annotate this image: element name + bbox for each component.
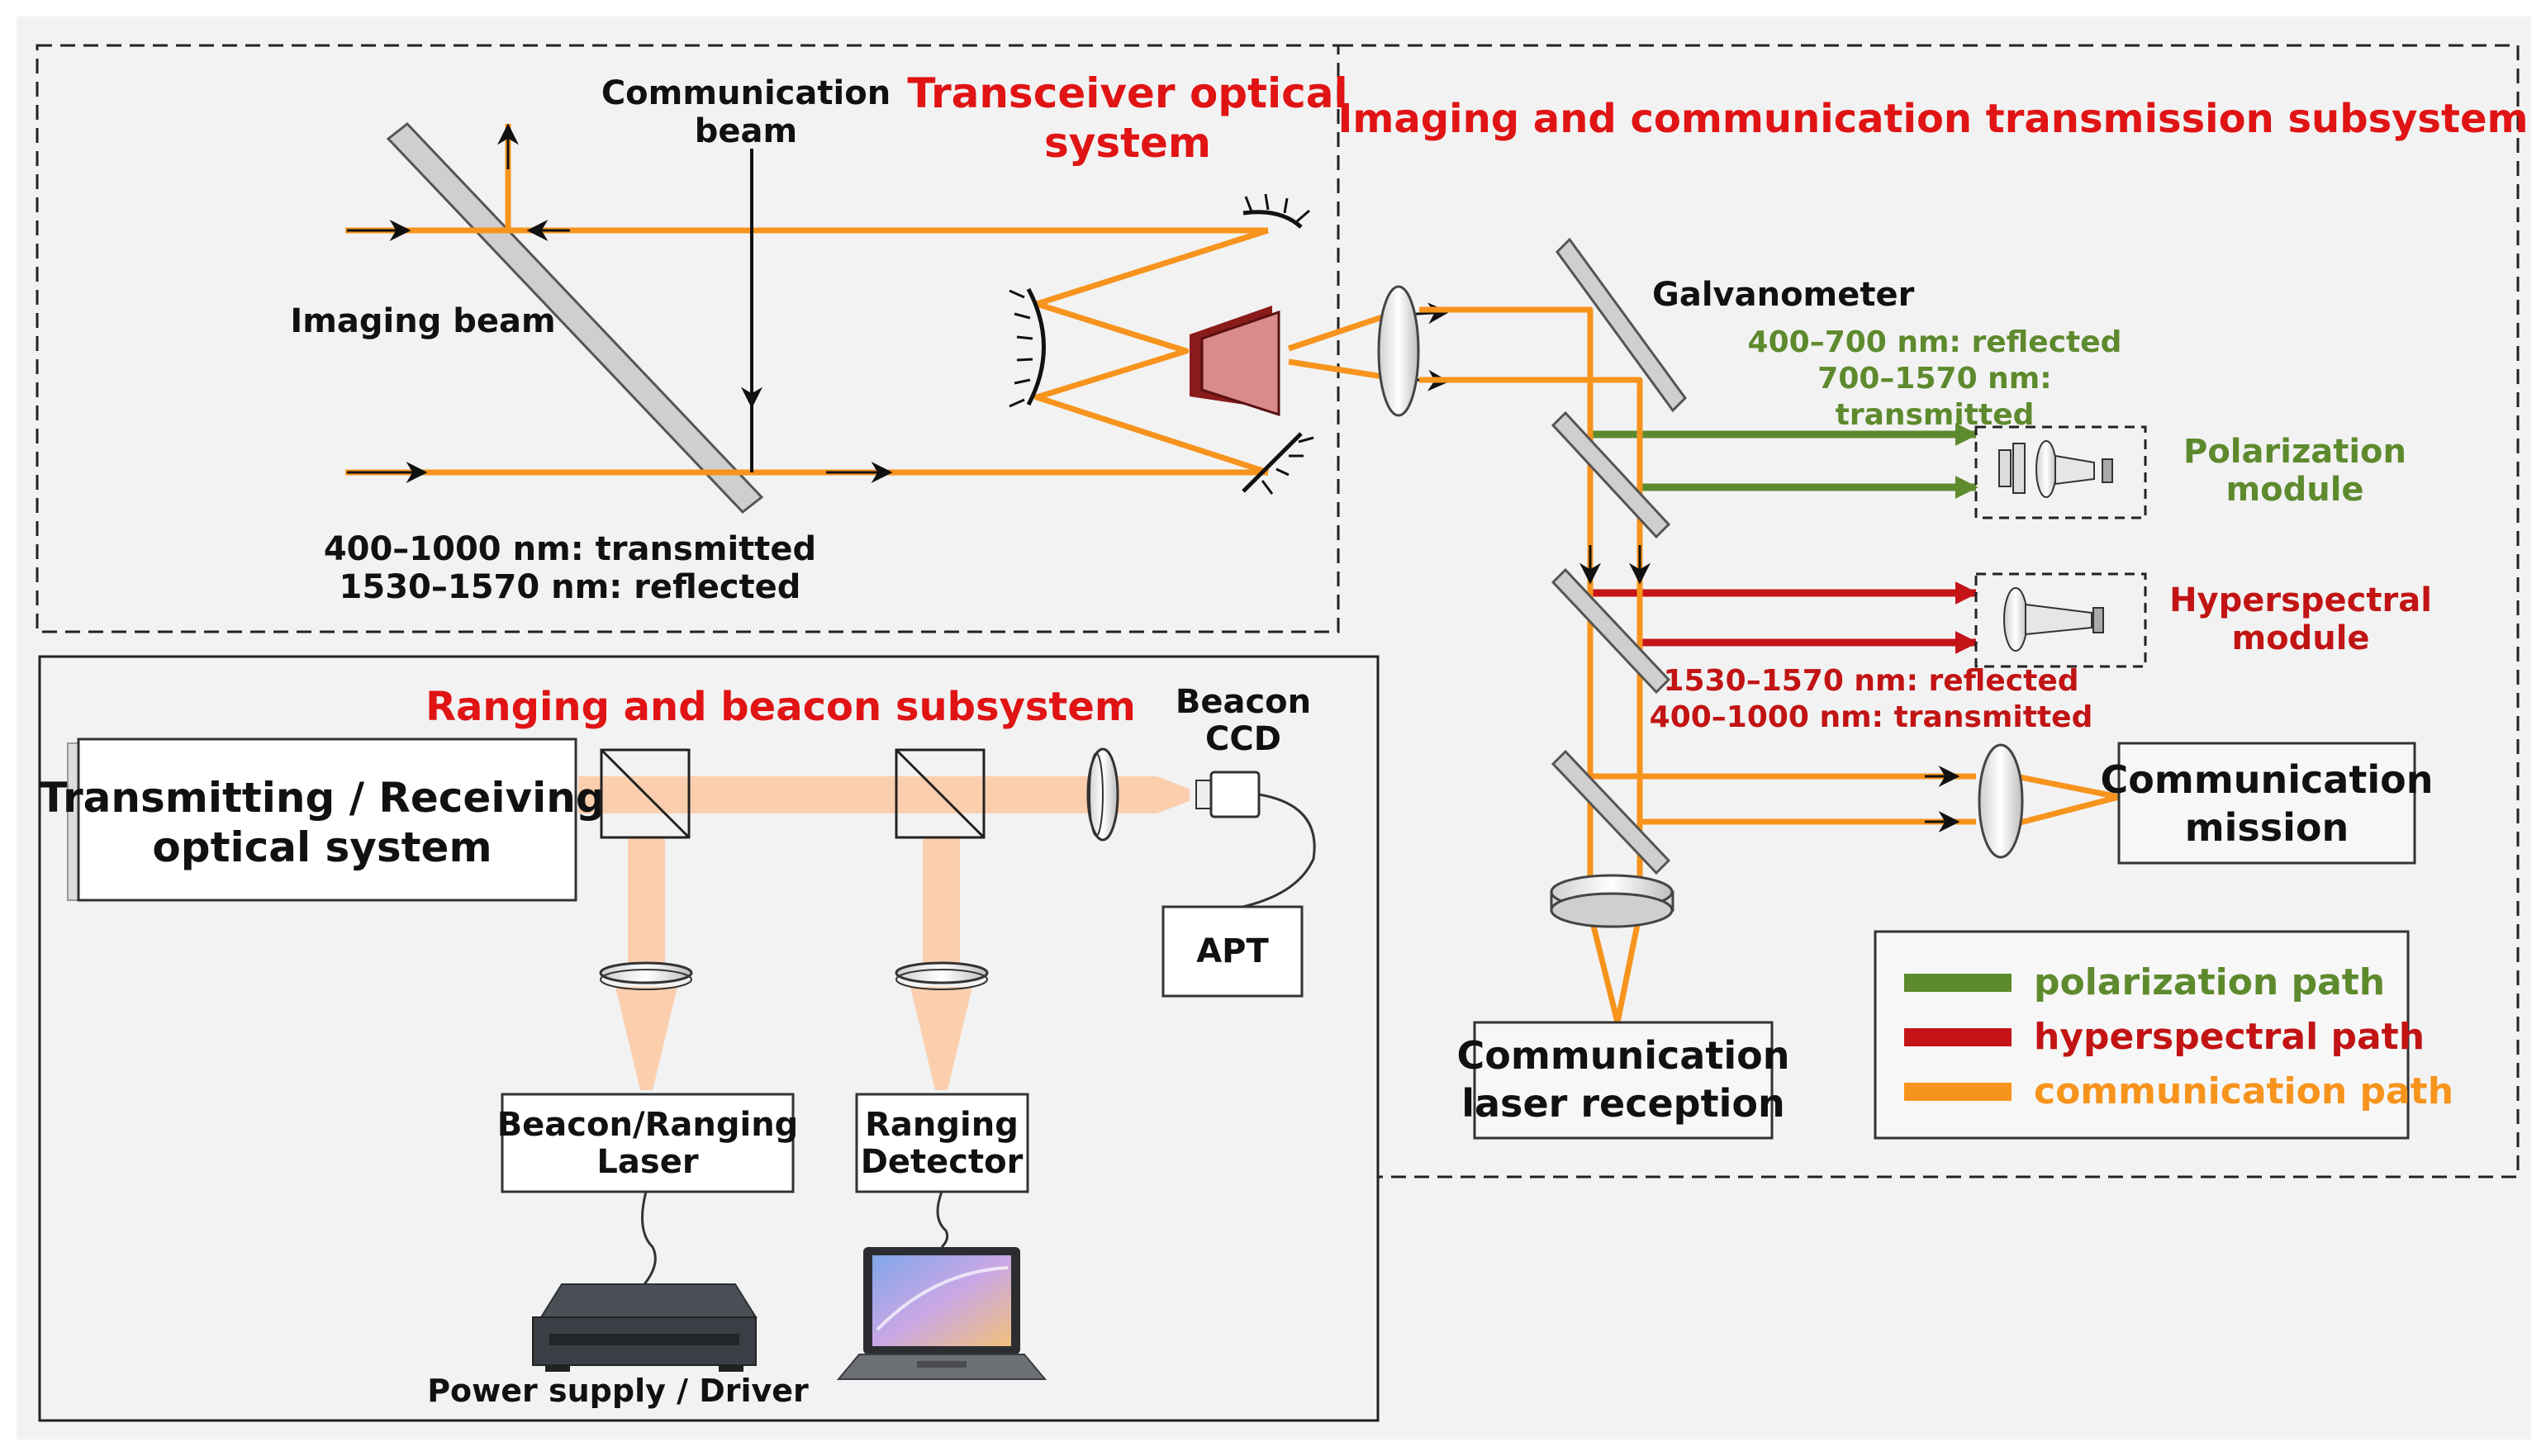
beacon-lens [1086, 747, 1119, 842]
red-split-label-2: 400–1000 nm: transmitted [1650, 700, 2093, 734]
apt-box [1161, 905, 1304, 998]
imaging-beam-label: Imaging beam [290, 302, 555, 340]
laser-driver-cable [641, 1191, 657, 1285]
red-split-label-1: 1530–1570 nm: reflected [1664, 664, 2079, 698]
green-split-label-3: transmitted [1836, 398, 2035, 432]
dichroic-mirror-communication [1551, 749, 1671, 875]
transceiver-title-2: system [1044, 119, 1211, 167]
imaging-subsystem: Imaging and communication transmission s… [1337, 96, 2529, 1140]
comm-reception-label-2: laser reception [1461, 1081, 1784, 1126]
green-split-label-1: 400–700 nm: reflected [1748, 325, 2122, 359]
ranging-detector-box [855, 1093, 1029, 1193]
split-label-1: 400–1000 nm: transmitted [324, 530, 816, 568]
hyperspectral-module-label-2: module [2231, 619, 2369, 657]
beam-splitter-cube-1 [600, 748, 691, 839]
beacon-ccd-label-1: Beacon [1176, 683, 1311, 721]
mission-lens [1978, 743, 2024, 859]
power-supply-label: Power supply / Driver [427, 1373, 809, 1409]
green-split-label-2: 700–1570 nm: [1817, 362, 2051, 396]
beacon-ranging-laser-box [501, 1093, 795, 1193]
dichroic-mirror-hyperspectral [1551, 567, 1671, 695]
detector-laptop-cable [936, 1191, 949, 1249]
beam-splitter-cube-2 [895, 748, 986, 839]
beacon-horizontal-beam [578, 776, 1157, 813]
prism [1190, 306, 1280, 417]
comm-mission-label-2: mission [2185, 805, 2349, 850]
legend-swatch-polarization [1904, 974, 2012, 992]
laser-label-2: Laser [596, 1143, 698, 1181]
primary-mirror-lower [1242, 432, 1314, 495]
transceiver-title-1: Transceiver optical [907, 69, 1347, 117]
imaging-subsystem-title: Imaging and communication transmission s… [1337, 96, 2528, 142]
transceiver-optics: Communication beam Transceiver optical s… [290, 69, 1450, 606]
ranging-subsystem: Ranging and beacon subsystem Transmittin… [39, 683, 1316, 1409]
legend: polarization path hyperspectral path com… [1874, 930, 2453, 1140]
comm-path-left [1419, 306, 1594, 896]
laser-lens [599, 961, 693, 990]
comm-beam-label-2: beam [695, 112, 797, 150]
legend-item-hyperspectral: hyperspectral path [1904, 1016, 2425, 1058]
beam-splitter-plate [386, 121, 764, 515]
legend-swatch-hyperspectral [1904, 1028, 2012, 1046]
polarization-module-box [1974, 425, 2147, 519]
detector-label-1: Ranging [865, 1106, 1019, 1144]
polarization-module-label-2: module [2225, 471, 2363, 509]
laser-label-1: Beacon/Ranging [497, 1106, 799, 1144]
legend-item-communication: communication path [1904, 1070, 2453, 1112]
figure-background [17, 17, 2531, 1439]
comm-beam-label-1: Communication [601, 74, 891, 112]
apt-label: APT [1196, 932, 1269, 970]
beacon-beam-taper [1157, 776, 1190, 813]
primary-mirror-upper [1242, 193, 1310, 229]
legend-item-polarization: polarization path [1904, 961, 2385, 1003]
trx-label-1: Transmitting / Receiving [39, 774, 605, 822]
detector-beam-focus [910, 987, 972, 1090]
comm-reception-label-1: Communication [1457, 1033, 1790, 1078]
legend-label-polarization: polarization path [2034, 961, 2385, 1003]
detector-vertical-beam [923, 838, 960, 966]
ranging-subsystem-title: Ranging and beacon subsystem [425, 684, 1136, 730]
transceiver-frame [36, 44, 1340, 633]
communication-reception-box [1473, 1021, 1774, 1140]
laptop-icon [836, 1247, 1047, 1380]
hyperspectral-module-box [1974, 572, 2147, 668]
ccd-cable [1234, 793, 1316, 910]
hyperspectral-module-label-1: Hyperspectral [2169, 581, 2432, 619]
split-label-2: 1530–1570 nm: reflected [340, 568, 801, 606]
detector-lens [895, 961, 989, 990]
legend-label-communication: communication path [2034, 1070, 2453, 1112]
trx-label-2: optical system [152, 823, 492, 871]
trx-optical-system-box [67, 737, 577, 902]
comm-path-right [1419, 377, 1643, 896]
galvanometer-mirror [1556, 237, 1687, 413]
dichroic-mirror-polarization [1551, 410, 1671, 539]
cassegrain-beam-path [1033, 227, 1270, 476]
secondary-mirror [1009, 287, 1046, 408]
detector-label-2: Detector [861, 1143, 1024, 1181]
polarization-module-label-1: Polarization [2183, 433, 2406, 471]
communication-mission-box [2117, 742, 2416, 865]
reception-lens [1550, 874, 1674, 928]
laser-beam-focus [615, 987, 677, 1090]
coupling-lens [1377, 285, 1420, 417]
ranging-subsystem-frame [38, 655, 1380, 1422]
power-supply-device [532, 1283, 758, 1372]
comm-mission-label-1: Communication [2101, 757, 2434, 802]
beacon-beams [578, 776, 1190, 1090]
legend-swatch-communication [1904, 1083, 2012, 1101]
beacon-ccd-label-2: CCD [1205, 720, 1281, 758]
laser-vertical-beam [628, 838, 665, 966]
legend-label-hyperspectral: hyperspectral path [2034, 1016, 2425, 1058]
galvanometer-label: Galvanometer [1652, 276, 1915, 314]
imaging-subsystem-frame [1338, 44, 2520, 1179]
